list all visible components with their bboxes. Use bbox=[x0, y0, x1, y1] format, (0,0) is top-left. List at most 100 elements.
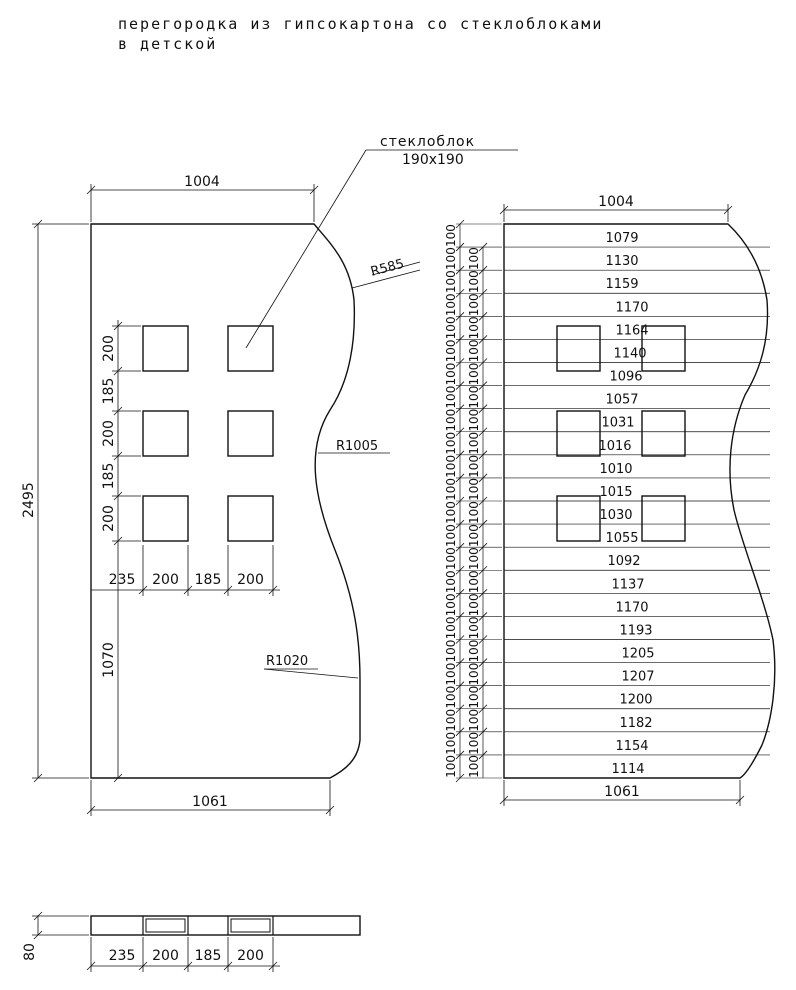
spacing-label: 100 bbox=[444, 617, 458, 640]
spacing-label: 100 bbox=[444, 524, 458, 547]
spacing-tick bbox=[478, 312, 488, 321]
spacing-tick bbox=[478, 542, 488, 552]
spacing-tick bbox=[478, 404, 488, 413]
strip-length-label: 1164 bbox=[615, 323, 648, 338]
strip-length-label: 1096 bbox=[609, 370, 642, 385]
spacing-label: 100 bbox=[444, 363, 458, 386]
section-dim-label: 200 bbox=[152, 948, 179, 964]
spacing-label: 100 bbox=[467, 570, 481, 593]
spacing-label: 100 bbox=[444, 270, 458, 293]
spacing-label: 100 bbox=[467, 340, 481, 363]
spacing-label: 100 bbox=[467, 617, 481, 640]
strip-length-label: 1130 bbox=[605, 254, 638, 269]
left-horizontal-dim-label: 235 bbox=[109, 572, 136, 588]
spacing-label: 100 bbox=[444, 501, 458, 524]
strip-length-label: 1170 bbox=[615, 300, 648, 315]
section-dim-label: 235 bbox=[109, 948, 136, 964]
glass-block bbox=[227, 325, 274, 372]
title-line-1: перегородка из гипсокартона со стеклобло… bbox=[118, 15, 604, 33]
spacing-tick bbox=[478, 565, 488, 575]
spacing-label: 100 bbox=[444, 478, 458, 501]
glass-block bbox=[641, 410, 686, 457]
spacing-label: 100 bbox=[467, 663, 481, 686]
left-panel-outline bbox=[90, 223, 361, 779]
right-bottom-width-dim bbox=[499, 780, 745, 806]
spacing-label: 100 bbox=[467, 432, 481, 455]
spacing-tick bbox=[478, 589, 488, 598]
spacing-tick bbox=[478, 681, 488, 690]
left-bottom-width-label: 1061 bbox=[192, 794, 228, 810]
section-glass-block bbox=[145, 918, 186, 933]
glass-block bbox=[142, 325, 189, 372]
spacing-label: 100 bbox=[444, 709, 458, 732]
strip-length-label: 1205 bbox=[621, 647, 654, 662]
strip-length-label: 1030 bbox=[599, 508, 632, 523]
spacing-tick bbox=[478, 427, 488, 437]
spacing-label: 100 bbox=[467, 593, 481, 616]
spacing-label: 100 bbox=[467, 386, 481, 409]
glass-block bbox=[142, 410, 189, 457]
spacing-label: 100 bbox=[444, 755, 458, 778]
strip-length-label: 1154 bbox=[615, 739, 648, 754]
left-horizontal-dim-label: 200 bbox=[237, 572, 264, 588]
title-line-2: в детской bbox=[118, 35, 218, 53]
spacing-label: 100 bbox=[444, 570, 458, 593]
spacing-tick bbox=[478, 496, 488, 506]
left-lower-height-label: 1070 bbox=[101, 642, 117, 678]
spacing-tick bbox=[478, 335, 488, 344]
spacing-label: 100 bbox=[467, 363, 481, 386]
left-horizontal-chain-dim bbox=[91, 545, 280, 596]
spacing-label: 100 bbox=[444, 455, 458, 478]
right-bottom-width-label: 1061 bbox=[604, 784, 640, 800]
glass-block bbox=[556, 325, 601, 372]
callout-size: 190x190 bbox=[402, 152, 464, 168]
radius-label-2: R1005 bbox=[336, 439, 378, 454]
radius-leaders bbox=[263, 261, 421, 679]
spacing-label: 100 bbox=[467, 247, 481, 270]
strip-length-label: 1079 bbox=[605, 231, 638, 246]
strip-length-label: 1092 bbox=[607, 554, 640, 569]
left-bottom-width-dim bbox=[86, 780, 335, 816]
spacing-label: 100 bbox=[467, 455, 481, 478]
glass-block bbox=[556, 410, 601, 457]
spacing-tick bbox=[478, 612, 488, 621]
strip-length-label: 1057 bbox=[605, 393, 638, 408]
left-height-dim bbox=[32, 219, 89, 783]
strip-length-label: 1055 bbox=[605, 531, 638, 546]
strip-length-label: 1159 bbox=[605, 277, 638, 292]
strip-length-label: 1137 bbox=[611, 577, 644, 592]
spacing-tick bbox=[478, 658, 488, 667]
spacing-label: 100 bbox=[467, 316, 481, 339]
section-dividers bbox=[142, 916, 274, 935]
spacing-label: 100 bbox=[467, 755, 481, 778]
spacing-label: 100 bbox=[467, 640, 481, 663]
spacing-label: 100 bbox=[444, 386, 458, 409]
spacing-label: 100 bbox=[467, 686, 481, 709]
spacing-label: 100 bbox=[467, 709, 481, 732]
spacing-label: 100 bbox=[467, 293, 481, 316]
spacing-label: 100 bbox=[444, 547, 458, 570]
spacing-label: 100 bbox=[467, 409, 481, 432]
spacing-tick bbox=[478, 750, 488, 760]
spacing-tick bbox=[478, 727, 488, 737]
left-horizontal-dim-label: 185 bbox=[195, 572, 222, 588]
strip-length-label: 1182 bbox=[619, 716, 652, 731]
spacing-tick bbox=[478, 381, 488, 390]
strip-length-label: 1193 bbox=[619, 623, 652, 638]
right-top-width-label: 1004 bbox=[598, 194, 634, 210]
spacing-tick bbox=[478, 450, 488, 460]
spacing-label: 100 bbox=[444, 640, 458, 663]
spacing-label: 100 bbox=[444, 686, 458, 709]
left-vertical-chain-dim bbox=[112, 320, 141, 783]
spacing-tick bbox=[478, 288, 488, 298]
spacing-tick bbox=[478, 519, 488, 529]
strip-length-label: 1170 bbox=[615, 600, 648, 615]
left-top-width-dim bbox=[86, 184, 319, 222]
strip-length-label: 1207 bbox=[621, 670, 654, 685]
strip-length-label: 1010 bbox=[599, 462, 632, 477]
section-thickness-label: 80 bbox=[22, 943, 38, 961]
